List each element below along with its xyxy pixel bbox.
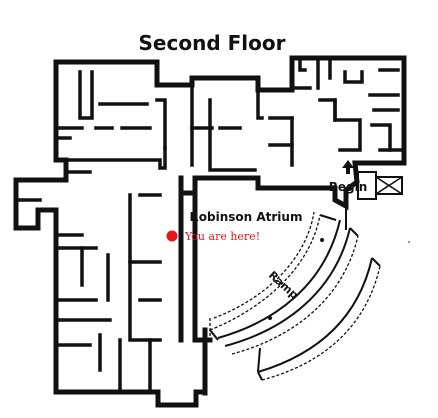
map-title: Second Floor: [139, 31, 286, 55]
atrium-label: Robinson Atrium: [190, 210, 303, 224]
you-are-here-marker: [166, 230, 178, 242]
ramp-markers: [268, 238, 324, 320]
up-arrow-icon: [342, 160, 354, 174]
elevator-icon: [357, 171, 403, 200]
begin-label: Begin: [329, 180, 368, 194]
ramp-label: Ramp: [266, 269, 301, 302]
interior-walls: [14, 56, 406, 394]
atrium-curve: [209, 206, 381, 381]
stray-mark: [408, 241, 410, 243]
you-are-here-label: You are here!: [184, 230, 260, 243]
